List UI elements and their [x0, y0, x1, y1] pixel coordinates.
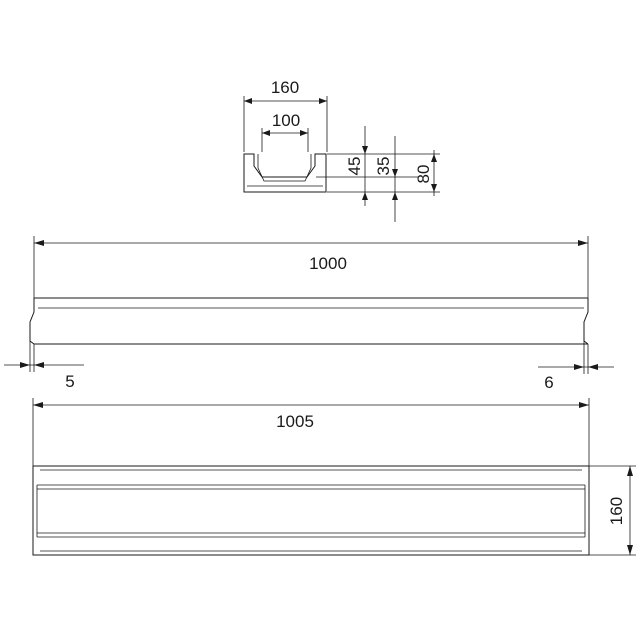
- dim-label-6: 6: [544, 373, 553, 392]
- arrow-1005-left: [33, 402, 43, 408]
- cross-section-view: 160 100 45 35 80: [243, 78, 440, 222]
- arrow-100-right: [300, 130, 308, 136]
- arrow-45-bottom: [362, 192, 368, 200]
- arrow-80-bottom: [431, 184, 437, 192]
- arrow-160-plan-bottom: [627, 545, 633, 555]
- dim-label-1005: 1005: [276, 412, 314, 431]
- dim-label-1000: 1000: [309, 254, 347, 273]
- arrow-5-left: [20, 362, 30, 368]
- arrow-160-plan-top: [627, 466, 633, 476]
- channel-inner-contour: [257, 154, 312, 182]
- arrow-1005-right: [579, 402, 589, 408]
- arrow-160-right: [319, 98, 327, 104]
- side-right-end: [583, 298, 589, 345]
- dim-label-45: 45: [345, 157, 364, 176]
- dim-label-100: 100: [272, 111, 300, 130]
- arrow-160-left: [244, 98, 252, 104]
- arrow-80-top: [431, 154, 437, 162]
- arrow-1000-left: [34, 240, 44, 246]
- plan-view: 1005 160: [32, 398, 636, 556]
- arrow-5-right: [34, 362, 44, 368]
- arrow-1000-right: [578, 240, 588, 246]
- arrow-100-left: [262, 130, 270, 136]
- arrow-35-bottom: [392, 192, 398, 200]
- dim-label-5: 5: [65, 372, 74, 391]
- arrow-45-top: [362, 146, 368, 154]
- side-left-end: [29, 298, 35, 345]
- dim-label-160-section: 160: [271, 78, 299, 97]
- side-view: 1000 5 6: [4, 236, 614, 392]
- arrow-6-left: [574, 364, 584, 370]
- plan-outline: [32, 465, 590, 556]
- channel-profile-outline: [243, 153, 327, 193]
- dim-label-80: 80: [414, 165, 433, 184]
- arrow-35-top: [392, 169, 398, 177]
- dim-label-35: 35: [374, 157, 393, 176]
- dim-label-160-plan: 160: [607, 497, 626, 525]
- arrow-6-right: [588, 364, 598, 370]
